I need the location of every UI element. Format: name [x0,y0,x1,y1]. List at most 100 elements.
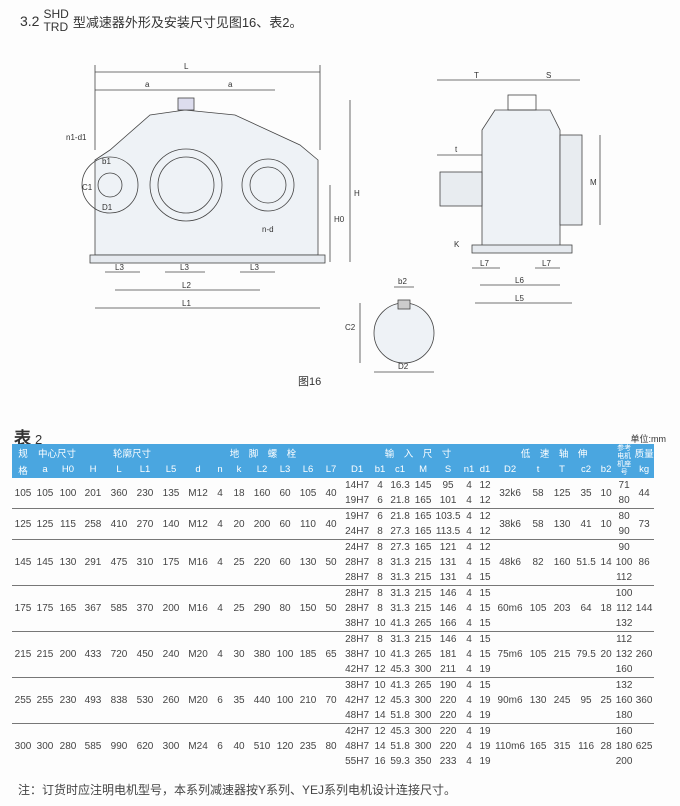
input-cell: 24H7 [342,539,373,555]
cell: 150 [296,585,321,632]
cell: 145 [12,539,34,586]
column-header: D1 [342,461,373,478]
shaft-cell: 10 [598,508,615,540]
cell: 360 [110,487,128,499]
input-cell: 300 [414,695,432,706]
input-cell: 4 [466,572,472,583]
input-cell: 131 [439,572,457,583]
input-cell: 190 [434,677,463,693]
cell: M20 [184,677,213,724]
cell: 300 [158,723,185,769]
input-cell: 4 [466,557,472,568]
shaft-cell: 28 [598,723,615,769]
input-cell: 21.8 [390,495,410,506]
label-D2: D2 [398,362,409,371]
column-header: L3 [274,461,297,478]
input-cell: 51.8 [390,741,410,752]
column-header: L5 [158,461,185,478]
label-L7: L7 [480,259,489,268]
column-header: d1 [476,461,495,478]
input-cell: 4 [466,756,472,767]
input-cell: 166 [439,618,457,629]
column-header: b2 [598,461,615,478]
input-cell: 12 [374,695,386,706]
motor-cell: 71 [618,480,630,491]
shaft-cell: 95 [574,677,599,724]
input-cell: 4 [466,741,472,752]
cell: 40 [228,723,251,769]
model-trd: TRD [43,20,69,34]
table-number: 2 [35,432,43,447]
cell: 105 [14,487,32,499]
input-cell: 19H7 [345,495,369,506]
cell: 235 [296,723,321,769]
shaft-cell: 82 [526,539,551,586]
input-cell: 21.8 [388,508,413,524]
section-number: 3.2 [20,13,40,29]
cell: 280 [56,723,81,769]
cell: 6 [212,723,229,769]
cell: 125 [34,508,56,540]
input-cell: 28H7 [345,572,369,583]
cell: 200 [158,585,185,632]
column-header: k [228,461,251,478]
shaft-cell: 58 [532,487,544,499]
cell: 475 [106,539,133,586]
figure-16-drawing: L a a n1-d1 b1 C1 D1 H H0 n-d L3 L3 L3 L… [66,62,601,373]
input-cell: 15 [479,649,491,660]
cell: 25 [228,539,251,586]
cell: 100 [274,631,297,678]
input-cell: 215 [414,572,432,583]
shaft-cell: 105 [526,585,551,632]
cell: 175 [12,585,34,632]
input-cell: 101 [439,495,457,506]
cell: 838 [106,677,133,724]
cell: 260 [158,677,185,724]
shaft-cell: 41 [574,508,599,540]
cell: 25 [228,585,251,632]
shaft-cell: 160 [550,539,575,586]
label-L: L [184,62,189,71]
cell: 300 [12,723,34,769]
input-cell: 215 [414,557,432,568]
column-header: 格 [12,461,34,478]
cell: M24 [184,723,213,769]
figure-caption: 图16 [298,376,322,388]
label-n1-d1: n1-d1 [66,133,87,142]
input-cell: 41.3 [390,649,410,660]
cell: M16 [184,539,213,586]
input-cell: 38H7 [345,618,369,629]
input-cell: 19 [479,664,491,675]
cell: 70 [320,677,343,724]
cell: 255 [34,677,56,724]
input-cell: 28H7 [342,585,373,601]
cell: 50 [320,539,343,586]
cell: 185 [296,631,321,678]
label-L3: L3 [250,263,259,272]
cell: 18 [233,487,245,499]
shaft-section [359,286,435,373]
cell: 510 [250,723,275,769]
column-header: d [184,461,213,478]
cell: 200 [250,508,275,540]
input-cell: 45.3 [390,695,410,706]
column-header: L7 [320,461,343,478]
cell: 258 [80,508,107,540]
label-C2: C2 [345,323,356,332]
shaft-cell: 130 [550,508,575,540]
input-cell: 8 [377,557,383,568]
input-cell: 4 [462,585,477,601]
cell: M12 [188,487,208,499]
cell: 130 [296,539,321,586]
column-header: L [106,461,133,478]
motor-cell: 100 [615,557,633,568]
input-cell: 59.3 [390,756,410,767]
